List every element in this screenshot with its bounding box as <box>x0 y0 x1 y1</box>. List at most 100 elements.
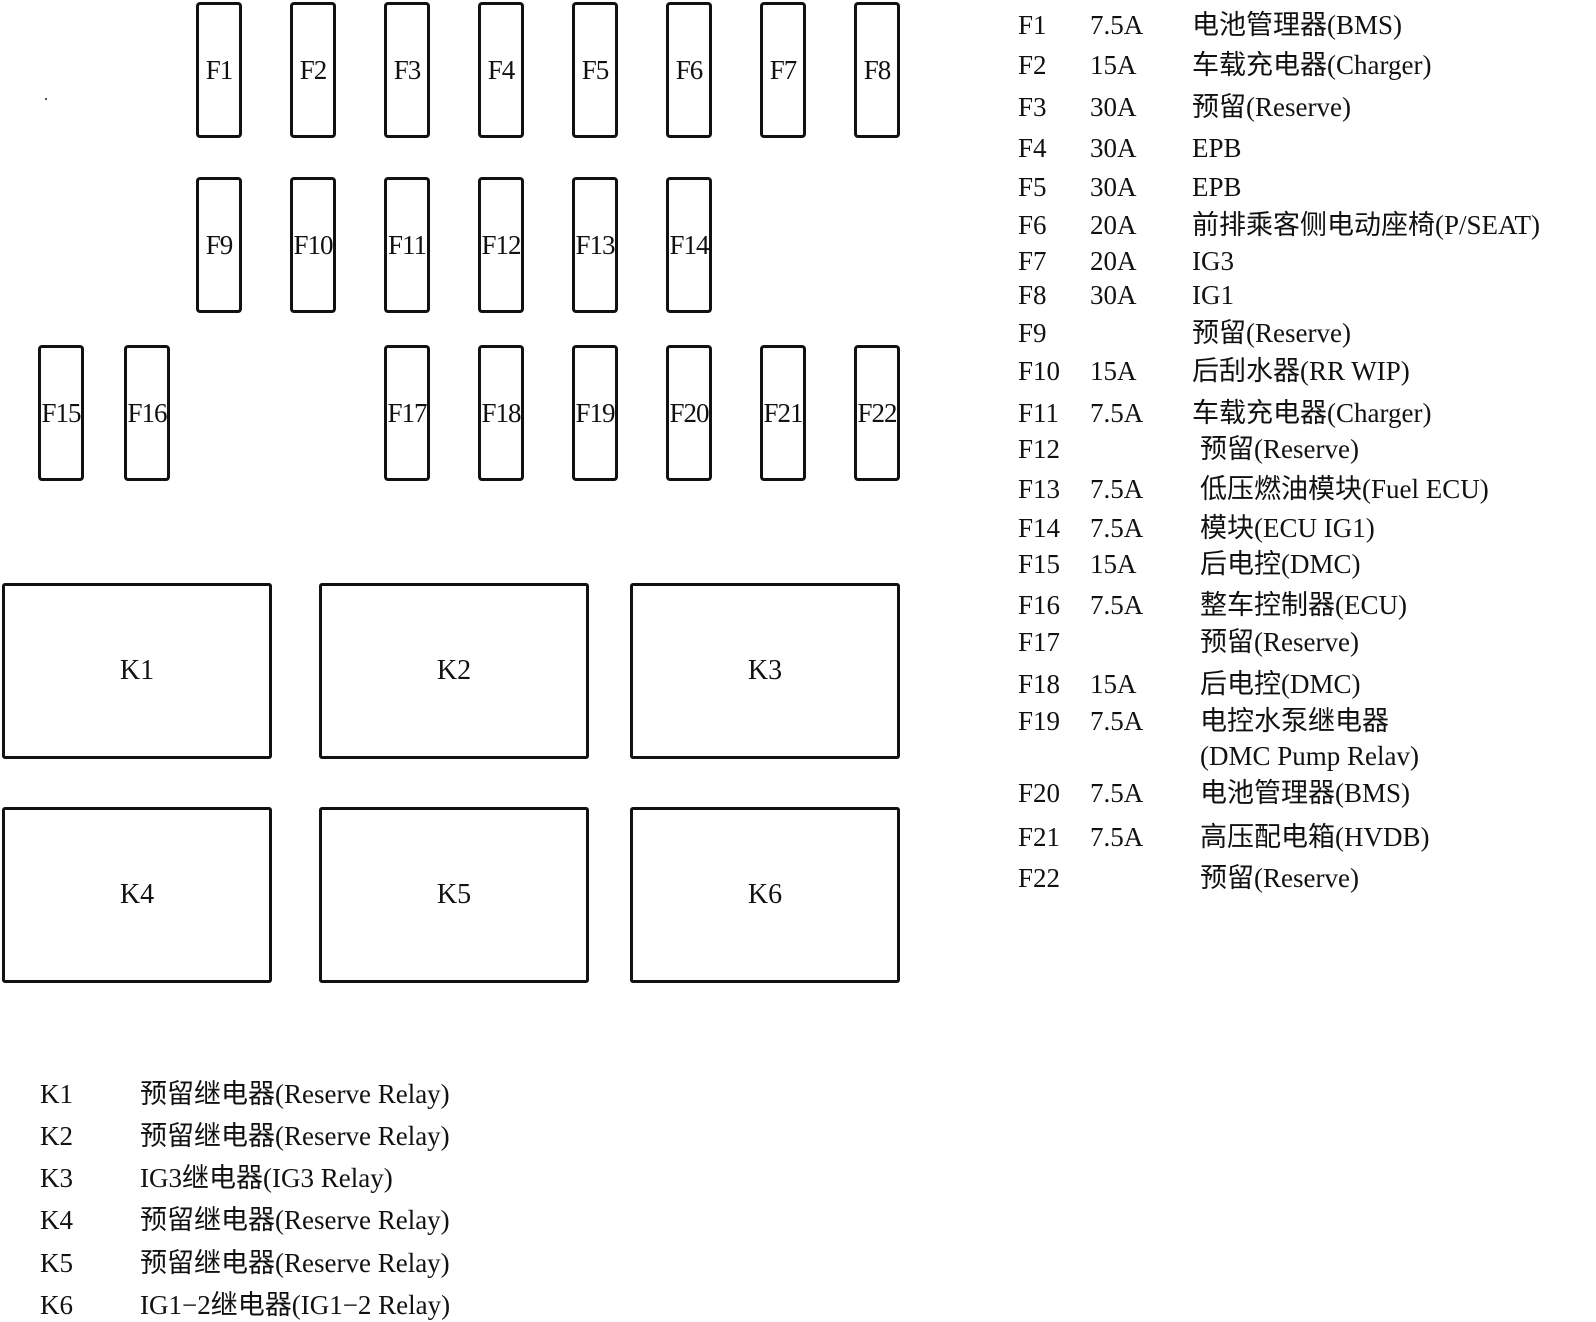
relay-k4: K4 <box>2 807 272 983</box>
legend-fuse-amp: 7.5A <box>1090 590 1144 620</box>
legend-fuse-amp: 15A <box>1090 50 1137 80</box>
fuse-label: F4 <box>487 54 516 85</box>
relay-k2: K2 <box>319 583 589 759</box>
legend-fuse-amp: 20A <box>1090 246 1137 276</box>
legend-fuse-desc: 车载充电器(Charger) <box>1192 398 1432 428</box>
fuse-label: F2 <box>299 54 328 85</box>
fuse-f14: F14 <box>666 177 712 313</box>
legend-fuse-id: F3 <box>1018 92 1047 122</box>
fuse-f8: F8 <box>854 2 900 138</box>
fuse-f15: F15 <box>38 345 84 481</box>
legend-fuse-desc: 车载充电器(Charger) <box>1192 50 1432 80</box>
legend-fuse-id: F1 <box>1018 10 1047 40</box>
legend-fuse-desc: IG3 <box>1192 246 1234 276</box>
legend-fuse-id: F5 <box>1018 172 1047 202</box>
legend-fuse-desc: 前排乘客侧电动座椅(P/SEAT) <box>1192 210 1541 240</box>
legend-fuse-desc: 后电控(DMC) <box>1200 669 1361 699</box>
legend-fuse-amp: 7.5A <box>1090 398 1144 428</box>
legend-fuse-id: F19 <box>1018 706 1061 736</box>
fuse-f2: F2 <box>290 2 336 138</box>
legend-relay-desc: 预留继电器(Reserve Relay) <box>140 1248 450 1278</box>
fuse-f13: F13 <box>572 177 618 313</box>
fuse-f20: F20 <box>666 345 712 481</box>
legend-fuse-desc: 后刮水器(RR WIP) <box>1192 356 1410 386</box>
fuse-label: F18 <box>481 397 521 428</box>
legend-fuse-id: F17 <box>1018 627 1061 657</box>
fuse-label: F13 <box>575 229 615 260</box>
fuse-f21: F21 <box>760 345 806 481</box>
relay-k3: K3 <box>630 583 900 759</box>
legend-relay-id: K3 <box>40 1163 73 1193</box>
fuse-label: F12 <box>481 229 521 260</box>
legend-relay-desc: 预留继电器(Reserve Relay) <box>140 1121 450 1151</box>
fuse-f3: F3 <box>384 2 430 138</box>
legend-fuse-amp: 15A <box>1090 549 1137 579</box>
legend-fuse-desc: 模块(ECU IG1) <box>1200 513 1375 543</box>
fuse-f17: F17 <box>384 345 430 481</box>
legend-fuse-id: F20 <box>1018 778 1061 808</box>
legend-fuse-desc: 整车控制器(ECU) <box>1200 590 1407 620</box>
legend-fuse-id: F15 <box>1018 549 1061 579</box>
legend-fuse-id: F8 <box>1018 280 1047 310</box>
legend-fuse-id: F16 <box>1018 590 1061 620</box>
fuse-f5: F5 <box>572 2 618 138</box>
legend-fuse-desc: 预留(Reserve) <box>1192 318 1351 348</box>
legend-fuse-id: F7 <box>1018 246 1047 276</box>
fuse-label: F6 <box>675 54 704 85</box>
legend-fuse-desc: 预留(Reserve) <box>1200 434 1359 464</box>
legend-relay-desc: 预留继电器(Reserve Relay) <box>140 1079 450 1109</box>
legend-fuse-amp: 30A <box>1090 280 1137 310</box>
fuse-f1: F1 <box>196 2 242 138</box>
fuse-f9: F9 <box>196 177 242 313</box>
legend-fuse-id: F10 <box>1018 356 1061 386</box>
relay-k1: K1 <box>2 583 272 759</box>
legend-fuse-id: F12 <box>1018 434 1061 464</box>
legend-fuse-desc: 电控水泵继电器 <box>1200 706 1389 736</box>
fuse-label: F9 <box>205 229 234 260</box>
legend-fuse-amp: 15A <box>1090 669 1137 699</box>
relay-k5: K5 <box>319 807 589 983</box>
fuse-label: F21 <box>763 397 803 428</box>
legend-fuse-amp: 7.5A <box>1090 706 1144 736</box>
legend-fuse-desc: 预留(Reserve) <box>1200 627 1359 657</box>
fuse-label: F5 <box>581 54 610 85</box>
fuse-f11: F11 <box>384 177 430 313</box>
fuse-label: F22 <box>857 397 897 428</box>
fuse-label: F17 <box>387 397 427 428</box>
legend-fuse-amp: 7.5A <box>1090 513 1144 543</box>
legend-fuse-desc: 后电控(DMC) <box>1200 549 1361 579</box>
legend-fuse-amp: 20A <box>1090 210 1137 240</box>
fuse-f16: F16 <box>124 345 170 481</box>
legend-fuse-id: F4 <box>1018 133 1047 163</box>
legend-fuse-id: F11 <box>1018 398 1060 428</box>
legend-fuse-id: F13 <box>1018 474 1061 504</box>
legend-fuse-desc: 预留(Reserve) <box>1192 92 1351 122</box>
fuse-label: F11 <box>387 229 427 260</box>
legend-fuse-desc: IG1 <box>1192 280 1234 310</box>
legend-fuse-desc: 高压配电箱(HVDB) <box>1200 822 1430 852</box>
relay-k6: K6 <box>630 807 900 983</box>
fuse-f7: F7 <box>760 2 806 138</box>
fuse-f10: F10 <box>290 177 336 313</box>
relay-label: K3 <box>747 655 783 686</box>
legend-fuse-desc: (DMC Pump Relav) <box>1200 741 1419 771</box>
fuse-f19: F19 <box>572 345 618 481</box>
legend-relay-desc: IG3继电器(IG3 Relay) <box>140 1163 393 1193</box>
legend-relay-id: K1 <box>40 1079 73 1109</box>
fuse-label: F1 <box>205 54 234 85</box>
fuse-f18: F18 <box>478 345 524 481</box>
legend-relay-id: K6 <box>40 1290 73 1320</box>
legend-fuse-amp: 30A <box>1090 92 1137 122</box>
relay-label: K2 <box>436 655 472 686</box>
fuse-label: F19 <box>575 397 615 428</box>
legend-fuse-amp: 7.5A <box>1090 822 1144 852</box>
fuse-label: F7 <box>769 54 798 85</box>
legend-relay-id: K5 <box>40 1248 73 1278</box>
fuse-f4: F4 <box>478 2 524 138</box>
legend-fuse-desc: EPB <box>1192 172 1242 202</box>
legend-fuse-desc: 预留(Reserve) <box>1200 863 1359 893</box>
fuse-label: F3 <box>393 54 422 85</box>
fuse-f12: F12 <box>478 177 524 313</box>
fuse-label: F15 <box>41 397 81 428</box>
legend-fuse-amp: 30A <box>1090 133 1137 163</box>
